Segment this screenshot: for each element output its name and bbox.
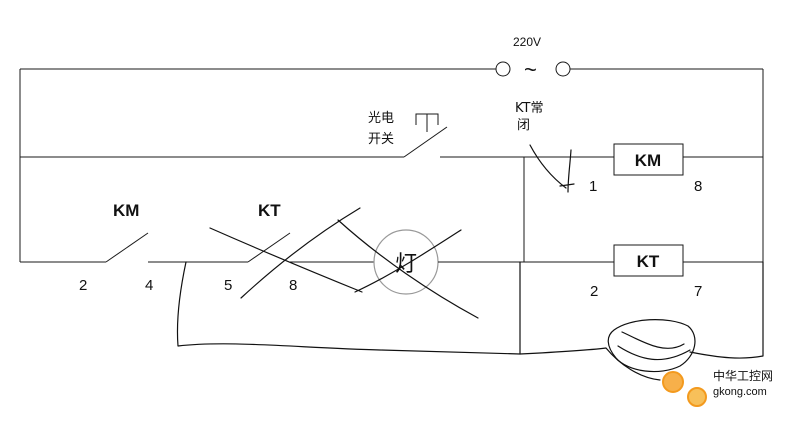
kt-nc-contact-sketch xyxy=(529,144,575,193)
km-contact-label: KM xyxy=(113,201,139,220)
watermark-text: 中华工控网 xyxy=(713,368,773,383)
supply-terminal-right xyxy=(555,61,571,77)
kt-contact-blade xyxy=(247,232,291,263)
ac-symbol: ~ xyxy=(524,57,537,82)
kt-contact-label: KT xyxy=(258,201,281,220)
km-coil-num-right: 8 xyxy=(694,178,702,195)
watermark: 中华工控网 gkong.com xyxy=(662,368,773,407)
kt-coil xyxy=(613,244,684,277)
kt-coil-label: KT xyxy=(637,252,660,271)
sensor-switch-blade xyxy=(403,126,448,158)
km-coil-num-left: 1 xyxy=(589,178,597,195)
supply-voltage-label: 220V xyxy=(513,35,541,49)
kt-nc-label-line1: KT常 xyxy=(515,101,543,116)
supply-terminal-left xyxy=(495,61,511,77)
kt-coil-num-left: 2 xyxy=(590,283,598,300)
sensor-switch-label-line1: 光电 xyxy=(368,111,394,126)
kt-num-right: 8 xyxy=(289,277,297,294)
push-button-icon xyxy=(415,113,439,132)
rung-km: KM 1 8 光电 开关 KT常 闭 xyxy=(20,101,763,195)
gear-icon xyxy=(662,371,684,393)
watermark-url: gkong.com xyxy=(713,386,767,398)
kt-coil-num-right: 7 xyxy=(694,283,702,300)
km-coil xyxy=(613,143,684,176)
kt-num-left: 5 xyxy=(224,277,232,294)
gear-icon-small xyxy=(687,387,707,407)
sensor-switch-label-line2: 开关 xyxy=(368,132,394,147)
km-contact-blade xyxy=(105,232,149,263)
rung-kt: 灯 KT KM KT 2 4 5 8 2 7 xyxy=(20,201,763,300)
hand-markup xyxy=(176,207,764,381)
km-num-right: 4 xyxy=(145,277,153,294)
scribble-blob xyxy=(607,319,696,373)
km-num-left: 2 xyxy=(79,277,87,294)
km-coil-label: KM xyxy=(635,151,661,170)
kt-nc-label-line2: 闭 xyxy=(517,118,530,133)
supply-line: 220V ~ xyxy=(20,35,763,82)
